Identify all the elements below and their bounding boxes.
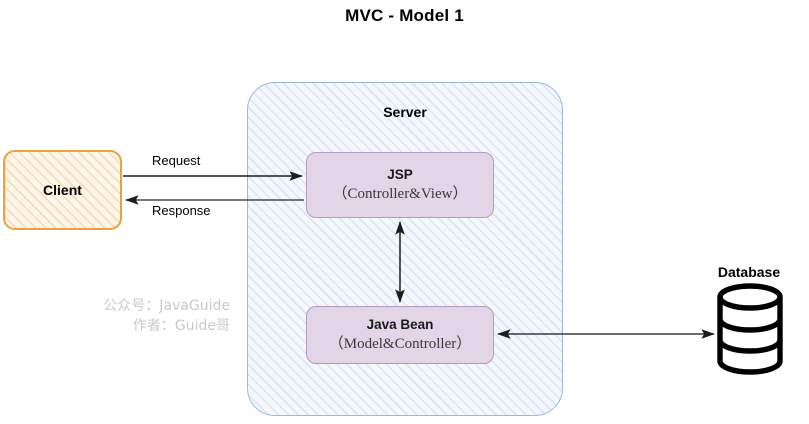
watermark: 公众号：JavaGuide 作者：Guide哥 xyxy=(60,296,230,337)
client-label: Client xyxy=(43,182,82,198)
request-arrow-label: Request xyxy=(152,153,201,168)
database-cylinder-icon xyxy=(717,283,783,375)
jsp-title: JSP xyxy=(387,166,413,182)
java-bean-subtitle: （Model&Controller） xyxy=(328,335,472,352)
watermark-line-2: 作者：Guide哥 xyxy=(132,318,230,335)
java-bean-title: Java Bean xyxy=(366,316,434,332)
jsp-subtitle: （Controller&View） xyxy=(332,185,468,202)
client-node: Client xyxy=(3,150,122,230)
jsp-node: JSP （Controller&View） xyxy=(306,152,494,218)
diagram-title: MVC - Model 1 xyxy=(345,6,464,25)
response-arrow-label: Response xyxy=(152,203,211,218)
server-label: Server xyxy=(383,104,427,120)
server-container xyxy=(247,82,563,416)
java-bean-node: Java Bean （Model&Controller） xyxy=(306,306,494,364)
database-label: Database xyxy=(717,264,781,280)
watermark-line-1: 公众号：JavaGuide xyxy=(103,298,230,314)
